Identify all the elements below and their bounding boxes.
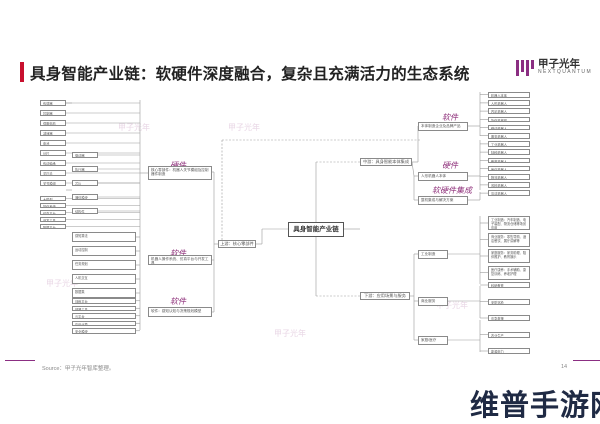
tier-upstream: 上游：核心零部件: [218, 240, 256, 248]
right-edge-mark: [573, 360, 600, 361]
right-leaf-box: 物流机器人: [488, 174, 530, 180]
tier-downstream: 下游：应用场景与服务: [360, 292, 410, 300]
right-group-down-3: 家庭/医疗: [418, 336, 448, 345]
source-note: Source：甲子光年智库整理。: [42, 366, 115, 372]
left-leaf-box: 通信模块: [72, 194, 98, 200]
left-group-software: 机器人操作系统、仿真平台与开发工具: [148, 255, 212, 265]
left-group-hardware: 核心零部件：机器人关节模组及控制器件制造: [148, 166, 212, 180]
right-leaf-box: 科研教育: [488, 282, 530, 288]
right-leaf-box: 特种机器人: [488, 149, 530, 155]
left-leaf-box: 操作系统: [40, 203, 66, 208]
right-leaf-box: 农业生产: [488, 331, 530, 338]
right-leaf-box: 教育机器人: [488, 157, 530, 164]
left-leaf-box: 感知算法: [72, 232, 136, 242]
right-leaf-box: 安防巡检: [488, 298, 530, 305]
right-group-mid-software: 本体制造企业及品牌产品: [418, 122, 468, 131]
right-leaf-box: 医疗机器人: [488, 165, 530, 172]
brand-mark-icon: [516, 60, 534, 76]
right-leaf-box: 巡检机器人: [488, 182, 530, 188]
right-leaf-box: 移动机器人: [488, 124, 530, 131]
right-leaf-box: 应急救援: [488, 315, 530, 321]
right-leaf-box: 服务机器人: [488, 133, 530, 139]
left-leaf-box: 减速器: [40, 130, 66, 136]
left-leaf-box: 电池: [40, 140, 66, 146]
faint-watermark: 甲子光年: [274, 329, 306, 338]
left-leaf-box: 结构件: [72, 208, 98, 214]
left-leaf-box: 芯片: [72, 180, 98, 186]
faint-watermark: 甲子光年: [118, 123, 150, 132]
right-leaf-box: 医疗康养：手术辅助、康复训练、养老护理: [488, 265, 530, 280]
right-group-mid-integration: 整机集成与解决方案: [418, 196, 468, 205]
left-leaf-box: 开发工具: [40, 217, 66, 222]
faint-watermark: 甲子光年: [46, 279, 78, 288]
left-leaf-box: 数据集: [72, 288, 136, 298]
center-node: 具身智能产业链: [288, 222, 344, 237]
left-leaf-box: 关节模组: [40, 180, 66, 186]
bottom-band: [0, 380, 600, 424]
category-hardware: 硬件: [170, 160, 186, 171]
left-leaf-box: 安全模块: [72, 328, 136, 334]
right-leaf-box: 清洁机器人: [488, 190, 530, 196]
left-leaf-box: 丝杠: [40, 150, 66, 156]
left-leaf-box: 边缘计算: [72, 320, 136, 326]
category-right-hardware: 硬件: [442, 161, 458, 170]
right-leaf-box: 机器人本体: [488, 92, 530, 98]
left-leaf-box: 控制器: [40, 110, 66, 116]
left-group-middle: 软件：感知认知与决策规划模型: [148, 307, 212, 317]
slide: 具身智能产业链：软硬件深度融合，复杂且充满活力的生态系统 甲子光年 NEXTQU…: [5, 58, 600, 372]
title-accent-bar: [20, 62, 24, 82]
brand-name: 甲子光年: [538, 58, 580, 70]
tier-midstream: 中游：具身智能本体集成: [360, 158, 412, 166]
left-leaf-box: 传动轴承: [40, 160, 66, 166]
left-leaf-box: 伺服电机: [40, 120, 66, 126]
left-leaf-box: 任务规划: [72, 260, 136, 270]
left-leaf-box: 仿真平台: [40, 210, 66, 215]
left-leaf-box: 云平台: [72, 313, 136, 319]
category-right-software: 软件: [442, 113, 458, 122]
category-software-2: 软件: [170, 297, 186, 306]
left-edge-mark: [5, 360, 35, 361]
faint-watermark: 甲子光年: [228, 123, 260, 132]
right-leaf-box: 家庭服务：家务助理、陪伴照护、教育娱乐: [488, 249, 530, 263]
page-number: 14: [561, 364, 568, 370]
category-right-integration: 软硬件集成: [432, 186, 472, 195]
faint-watermark: 甲子光年: [436, 301, 468, 310]
right-leaf-box: 人形机器人: [488, 100, 530, 106]
right-group-down-1: 工业制造: [418, 250, 448, 259]
right-leaf-box: 协作机械臂: [488, 116, 530, 123]
category-software: 软件: [170, 249, 186, 258]
left-leaf-box: 数据平台: [40, 224, 66, 229]
left-leaf-box: 部署工具: [72, 305, 136, 311]
left-leaf-box: 人机交互: [72, 274, 136, 284]
left-leaf-box: 大模型: [40, 196, 66, 201]
left-leaf-box: 传感器: [40, 100, 66, 106]
left-leaf-box: 训练平台: [72, 298, 136, 304]
site-watermark: 维普手游网: [470, 390, 600, 422]
right-leaf-box: 商业服务：零售导购、酒店餐饮、展厅讲解等: [488, 232, 530, 247]
left-leaf-box: 驱动器: [72, 152, 98, 158]
right-leaf-box: 工业制造：汽车制造、电子装配、物流仓储等场景应用: [488, 216, 530, 230]
slide-title: 具身智能产业链：软硬件深度融合，复杂且充满活力的生态系统: [30, 66, 470, 83]
right-group-down-2: 商业服务: [418, 297, 448, 306]
right-leaf-box: 工业机器人: [488, 141, 530, 147]
right-leaf-box: 四足机器人: [488, 108, 530, 114]
right-leaf-box: 能源电力: [488, 348, 530, 354]
left-leaf-box: 执行器: [72, 166, 98, 172]
left-leaf-box: 运动控制: [72, 246, 136, 256]
left-leaf-box: 灵巧手: [40, 170, 66, 176]
brand-subtitle: NEXTQUANTUM: [538, 69, 593, 75]
right-group-mid-hardware: 人形机器人本体: [418, 172, 468, 181]
connector-line: [411, 161, 415, 177]
